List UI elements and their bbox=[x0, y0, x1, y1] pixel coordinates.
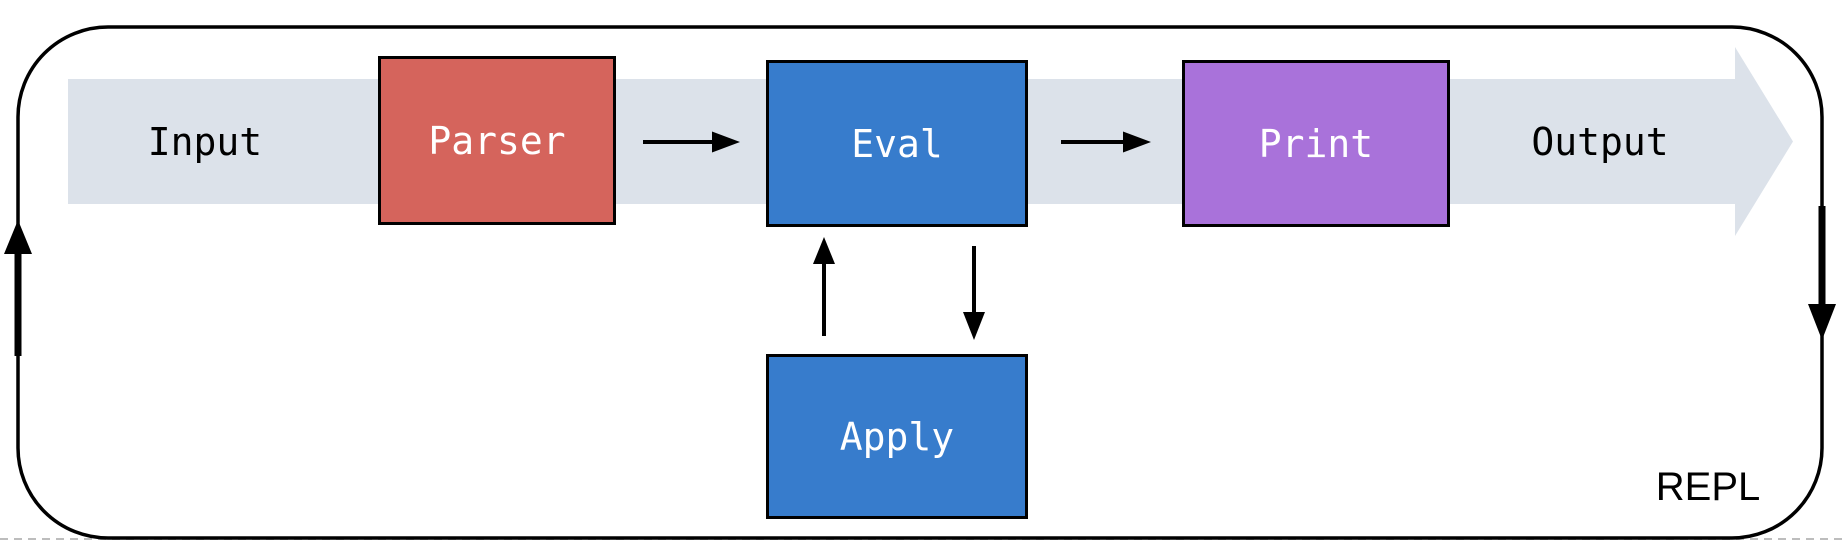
arrow-apply-to-eval bbox=[813, 237, 835, 336]
parser-box-label: Parser bbox=[428, 118, 566, 163]
output-label: Output bbox=[1531, 120, 1669, 164]
arrow-parser-to-eval bbox=[643, 131, 740, 153]
arrow-loop-right-down bbox=[1808, 206, 1836, 340]
input-label: Input bbox=[147, 120, 263, 164]
arrow-eval-to-apply bbox=[963, 246, 985, 340]
print-box: Print bbox=[1182, 60, 1450, 227]
repl-caption: REPL bbox=[1655, 465, 1761, 509]
arrow-eval-to-print bbox=[1061, 131, 1151, 153]
eval-box-label: Eval bbox=[851, 121, 943, 166]
apply-box: Apply bbox=[766, 354, 1028, 519]
apply-box-label: Apply bbox=[839, 414, 955, 459]
arrow-loop-left-up bbox=[4, 220, 32, 356]
flow-band-arrowhead bbox=[1735, 47, 1793, 236]
print-box-label: Print bbox=[1258, 121, 1374, 166]
parser-box: Parser bbox=[378, 56, 616, 225]
eval-box: Eval bbox=[766, 60, 1028, 227]
